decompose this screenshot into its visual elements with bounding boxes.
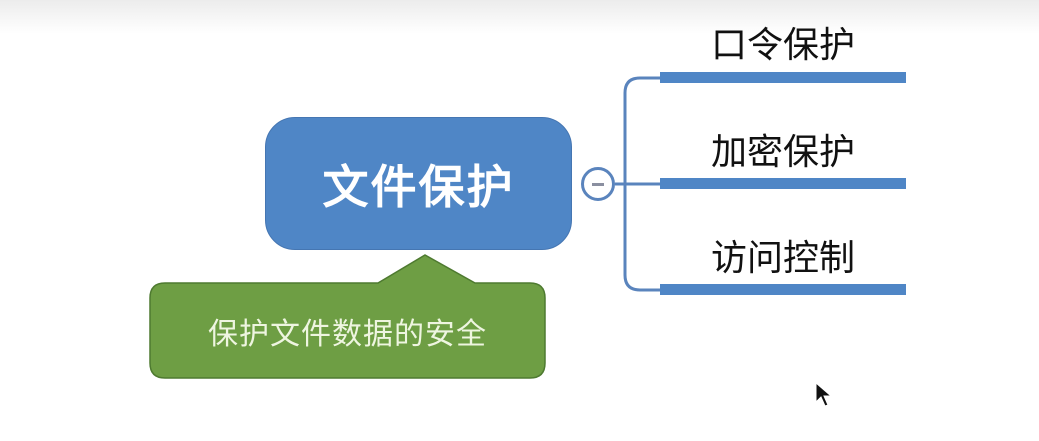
callout-shape [149, 254, 546, 379]
callout-note[interactable]: 保护文件数据的安全 [150, 283, 545, 378]
subtopic-3-label[interactable]: 访问控制 [710, 238, 855, 279]
central-topic-label: 文件保护 [322, 159, 515, 214]
mouse-cursor-icon [815, 381, 833, 407]
subtopic-3-underline [660, 284, 906, 295]
subtopic-1-label[interactable]: 口令保护 [710, 25, 855, 66]
callout-text: 保护文件数据的安全 [208, 316, 487, 352]
central-topic[interactable]: 文件保护 [265, 117, 572, 250]
subtopic-1-underline [660, 72, 906, 83]
branch-connector [615, 76, 660, 292]
subtopic-2-label[interactable]: 加密保护 [710, 132, 855, 173]
top-shadow-band [0, 0, 1039, 34]
subtopic-2-underline [660, 178, 906, 189]
collapse-button[interactable] [581, 167, 615, 201]
